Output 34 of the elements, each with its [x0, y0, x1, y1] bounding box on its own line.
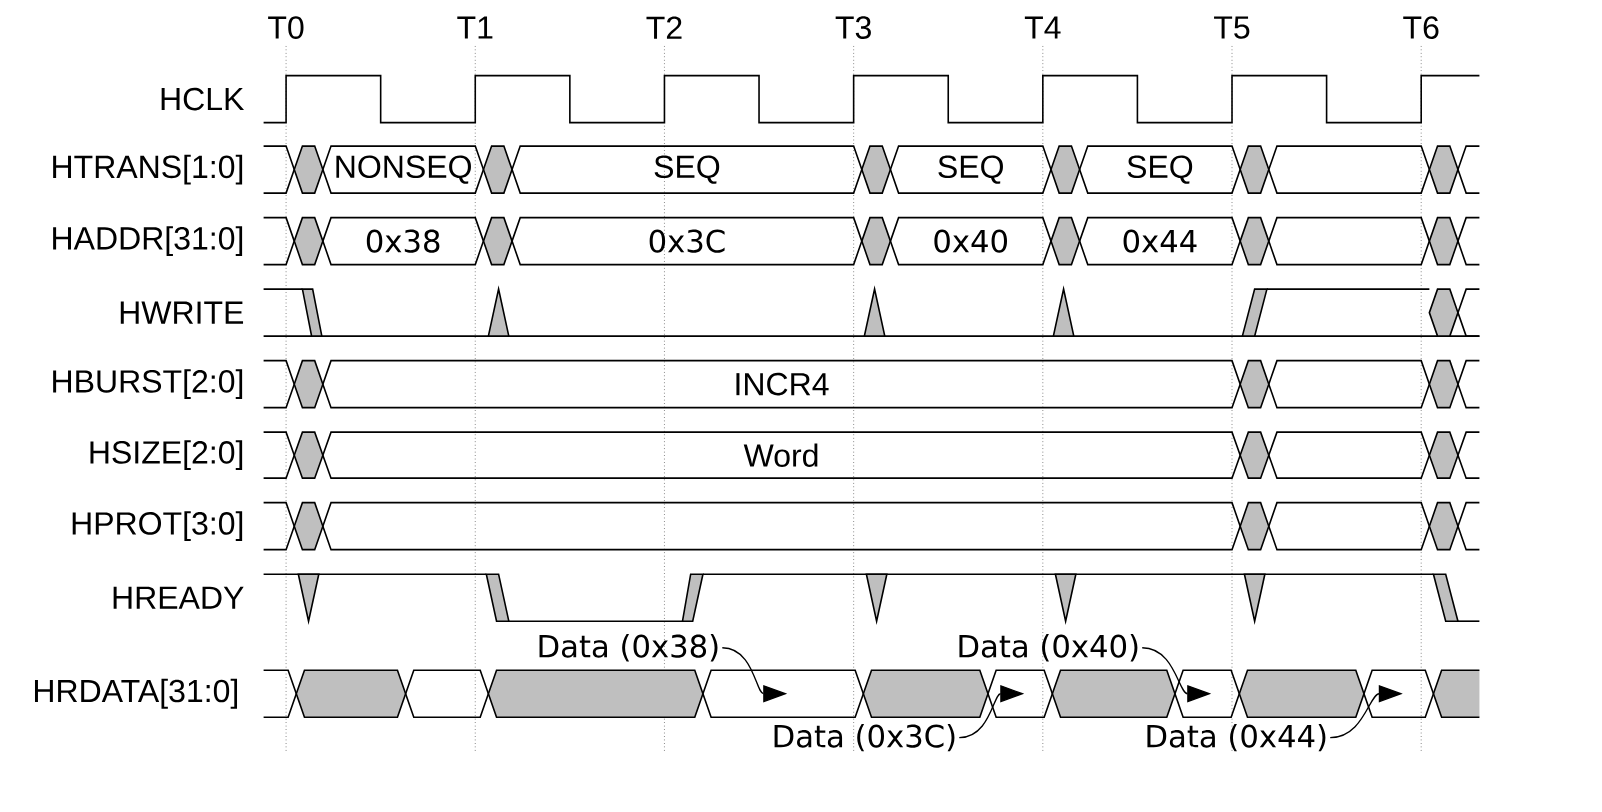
time-label: T0 — [268, 16, 304, 39]
signal-name: HBURST[2:0] — [53, 369, 243, 399]
time-label: T6 — [1403, 16, 1439, 39]
bus-segment: 0x44 — [1078, 216, 1242, 266]
time-label: T5 — [1214, 16, 1250, 39]
signal-name: HCLK — [161, 87, 244, 111]
signal-name: HREADY — [113, 586, 244, 609]
time-label: T3 — [835, 16, 871, 39]
data-label: Data (0x40) — [959, 634, 1138, 662]
data-segment — [702, 669, 865, 718]
time-label: T1 — [457, 16, 493, 39]
time-label: T4 — [1024, 16, 1061, 39]
bus-segment: INCR4 — [322, 359, 1242, 409]
bus-segment: NONSEQ — [322, 145, 485, 194]
signal-name: HRDATA[31:0] — [35, 678, 237, 709]
bus-segment: SEQ — [511, 145, 863, 194]
data-label: Data (0x44) — [1147, 723, 1326, 752]
signal-name: HADDR[31:0] — [53, 226, 243, 256]
bus-segment: 0x3C — [511, 216, 863, 266]
signal-name: HWRITE — [120, 301, 244, 324]
data-segment — [1363, 669, 1435, 718]
signal-name: HPROT[3:0] — [72, 511, 243, 541]
data-label: Data (0x3C) — [774, 723, 955, 752]
time-label: T2 — [646, 16, 682, 39]
signal-name: HSIZE[2:0] — [90, 440, 243, 470]
data-segment — [1174, 669, 1241, 718]
bus-segment: SEQ — [889, 145, 1052, 194]
data-segment — [987, 669, 1054, 718]
signal-name: HTRANS[1:0] — [53, 154, 243, 185]
bus-segment: Word — [322, 431, 1242, 479]
bus-segment: SEQ — [1078, 145, 1242, 194]
bus-segment: 0x38 — [322, 216, 485, 266]
data-label: Data (0x38) — [539, 634, 718, 662]
bus-segment: 0x40 — [889, 216, 1052, 266]
